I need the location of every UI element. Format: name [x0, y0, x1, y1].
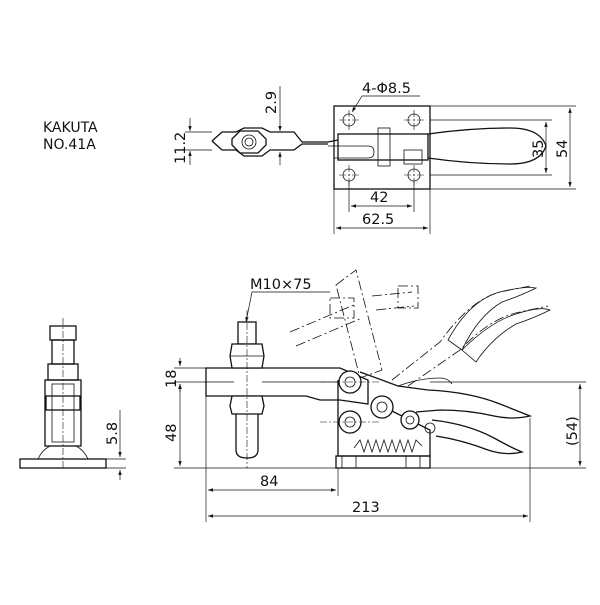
top-view-dims: 2.9 11.2 4-Φ8.5 35 54 42 62.5: [173, 81, 576, 234]
phantom-arm: [335, 269, 383, 379]
front-base-plate: [335, 455, 431, 469]
dim-lower-height: 48: [164, 424, 180, 442]
dim-hole-pitch-y: 35: [531, 140, 547, 158]
front-view-dims: M10×75 18 48 (54) 84 213: [164, 277, 586, 522]
dim-base-height: 54: [555, 140, 571, 158]
pivot-link: [400, 410, 420, 430]
return-spring: [353, 438, 423, 454]
top-view: [185, 105, 547, 190]
top-base-plate: [333, 105, 431, 190]
handle-upper: [359, 371, 533, 419]
phantom-handle: [447, 287, 538, 351]
pivot-middle: [370, 395, 394, 419]
dim-reach: 84: [260, 474, 278, 490]
dim-base-width: 62.5: [362, 212, 394, 228]
dim-overall-length: 213: [352, 500, 380, 516]
dim-base-thickness: 5.8: [105, 422, 121, 445]
dim-handle-height: 11.2: [173, 132, 189, 164]
dim-hole-spec: 4-Φ8.5: [362, 81, 411, 97]
model-label: NO.41A: [43, 137, 96, 153]
top-handle: [427, 127, 547, 165]
side-view: 5.8: [19, 318, 126, 480]
front-view: [205, 269, 551, 469]
top-clamp-bar: [211, 127, 339, 143]
maker-label: KAKUTA: [43, 120, 98, 136]
top-bolt-hex: [231, 130, 267, 154]
dim-upper-height: 18: [164, 370, 180, 388]
dim-bolt-spec: M10×75: [250, 277, 312, 293]
dim-offset-small: 2.9: [264, 91, 280, 114]
dim-overall-height: (54): [565, 416, 581, 446]
top-arm-body: [337, 133, 429, 161]
dim-hole-pitch-x: 42: [370, 190, 388, 206]
